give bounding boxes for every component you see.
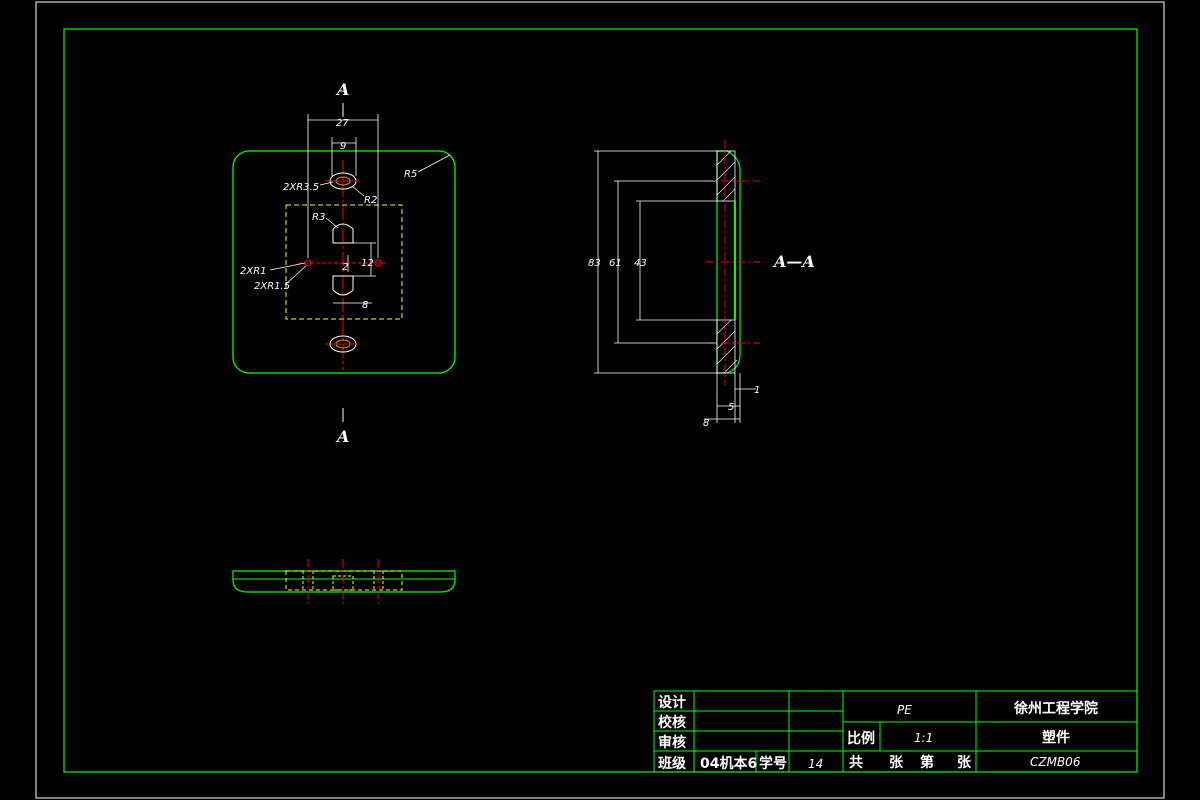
r15-leader	[285, 265, 307, 285]
tb-scale-label: 比例	[847, 730, 875, 747]
tb-student-no-value: 14	[808, 757, 823, 771]
section-hatch-bottom	[716, 319, 736, 374]
section-view: 83 61 43 1 5 8 A—A	[588, 140, 815, 429]
upper-slot	[332, 223, 354, 244]
hatch-6	[716, 330, 736, 350]
section-outline	[716, 150, 741, 374]
section-view-label: A—A	[772, 252, 815, 271]
lower-slot	[332, 275, 354, 296]
dim-83-text: 83	[588, 258, 601, 269]
hatch-1	[716, 150, 732, 166]
edge-view	[232, 559, 456, 604]
tb-sheets-total: 共	[849, 754, 863, 771]
tb-sheets-zhang1: 张	[889, 755, 904, 771]
r3-leader	[325, 217, 339, 229]
dim-1-text: 1	[754, 385, 760, 396]
tb-class-label: 班级	[658, 755, 687, 772]
dim-8-text: 8	[362, 300, 368, 311]
title-block	[653, 690, 1138, 773]
r2-text: R2	[364, 195, 377, 206]
r1-leader	[269, 262, 306, 271]
tb-scale-value: 1:1	[914, 731, 933, 745]
tb-sheets-di: 第	[920, 754, 934, 771]
tb-school: 徐州工程学院	[1013, 700, 1098, 717]
section-label-top: A	[335, 80, 349, 99]
right-small-hole	[374, 259, 382, 267]
hatch-2	[716, 161, 736, 181]
dim-43-text: 43	[634, 258, 647, 269]
dim-61-text: 61	[609, 258, 622, 269]
r5-text: R5	[404, 169, 417, 180]
hatch-7	[716, 345, 736, 365]
hatch-5	[716, 319, 732, 335]
hatch-8	[723, 359, 738, 374]
tb-part-name: 塑件	[1042, 729, 1070, 746]
tb-check: 校核	[658, 714, 686, 731]
tb-review: 审核	[658, 734, 686, 751]
tb-material: PE	[897, 703, 912, 717]
hidden-pocket	[285, 204, 403, 320]
section-hatch-top	[716, 150, 736, 202]
dim-8-section-text: 8	[703, 418, 709, 429]
outer-frame	[35, 1, 1165, 799]
dim-27-text: 27	[336, 118, 349, 129]
r1-text: 2XR1	[240, 266, 267, 277]
r2-leader	[351, 185, 365, 197]
tb-design: 设计	[658, 694, 686, 711]
dim-2-text: 2	[342, 262, 348, 273]
edge-view-outline	[232, 570, 456, 593]
r3-text: R3	[312, 212, 325, 223]
tb-class-value: 04机本6	[700, 755, 757, 772]
r5-leader	[417, 154, 451, 173]
inner-border	[63, 28, 1138, 773]
dim-12-text: 12	[361, 258, 374, 269]
section-label-bottom: A	[335, 427, 349, 446]
dim-5-text: 5	[728, 402, 734, 413]
r15-text: 2XR1.5	[254, 281, 290, 292]
hatch-3	[716, 176, 736, 196]
r35-leader	[319, 181, 334, 186]
plate-outline	[232, 150, 456, 374]
tb-drawing-no: CZMB06	[1030, 755, 1081, 769]
dim-9-text: 9	[340, 141, 346, 152]
front-view: A A 27 9 2XR3.5 R2 R5 R3	[232, 80, 456, 446]
tb-student-no-label: 学号	[759, 755, 787, 772]
tb-sheets-zhang2: 张	[957, 755, 972, 771]
r35-text: 2XR3.5	[283, 182, 319, 193]
title-block-text: 设计 校核 审核 班级 04机本6 学号 14 PE 比例 1:1 共 张 第 …	[658, 694, 1098, 772]
